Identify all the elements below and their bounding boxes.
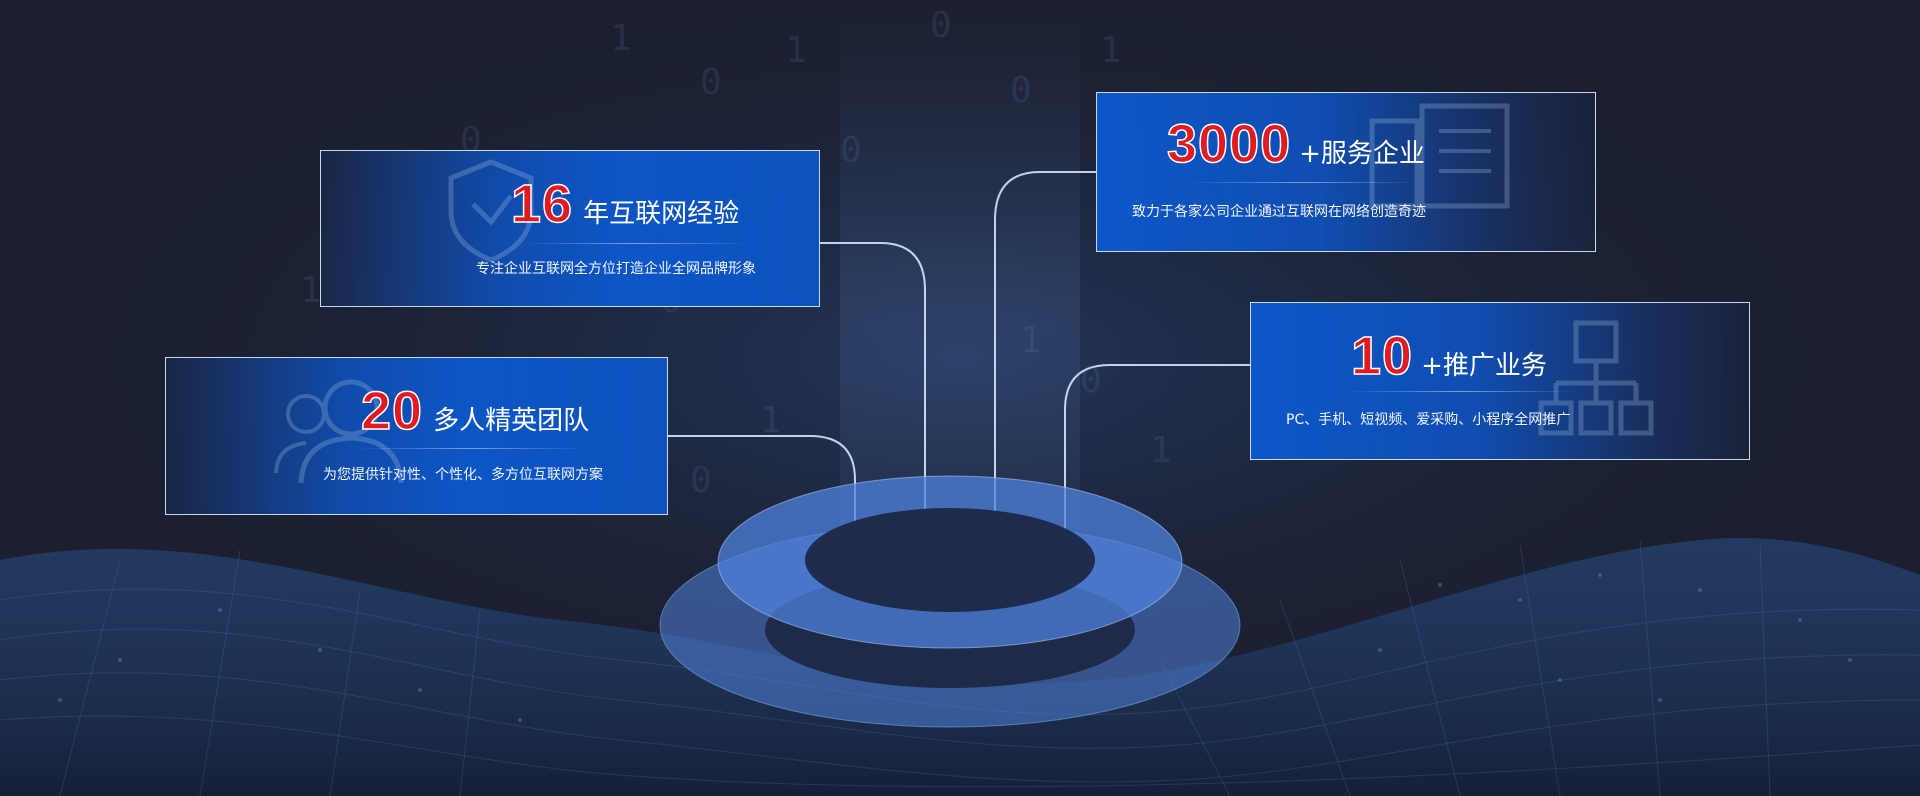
team-icon xyxy=(274,379,404,484)
stat-number: 16 xyxy=(510,173,574,235)
stat-label: 年互联网经验 xyxy=(583,199,740,229)
stat-number: 20 xyxy=(360,380,424,442)
stat-label: 多人精英团队 xyxy=(433,406,590,436)
connector-lines xyxy=(668,171,1250,610)
stat-description: 致力于各家公司企业通过互联网在网络创造奇迹 xyxy=(1132,204,1426,220)
stat-label: +服务企业 xyxy=(1299,139,1425,169)
stat-card-clients: 3000 +服务企业 致力于各家公司企业通过互联网在网络创造奇迹 xyxy=(1096,92,1596,252)
stat-card-experience: 16 年互联网经验 专注企业互联网全方位打造企业全网品牌形象 xyxy=(320,150,820,307)
glow-rings xyxy=(659,475,1241,728)
stat-number: 10 xyxy=(1350,325,1414,387)
stat-card-services: 10 +推广业务 PC、手机、短视频、爱采购、小程序全网推广 xyxy=(1250,302,1750,460)
stat-description: 为您提供针对性、个性化、多方位互联网方案 xyxy=(323,467,603,483)
building-icon xyxy=(1369,103,1510,209)
network-icon xyxy=(1538,320,1654,436)
stat-description: 专注企业互联网全方位打造企业全网品牌形象 xyxy=(476,261,756,277)
stat-label: +推广业务 xyxy=(1421,351,1547,381)
stat-number: 3000 xyxy=(1166,113,1292,175)
shield-icon xyxy=(448,159,534,263)
stat-description: PC、手机、短视频、爱采购、小程序全网推广 xyxy=(1286,412,1571,428)
stat-card-team: 20 多人精英团队 为您提供针对性、个性化、多方位互联网方案 xyxy=(165,357,668,515)
